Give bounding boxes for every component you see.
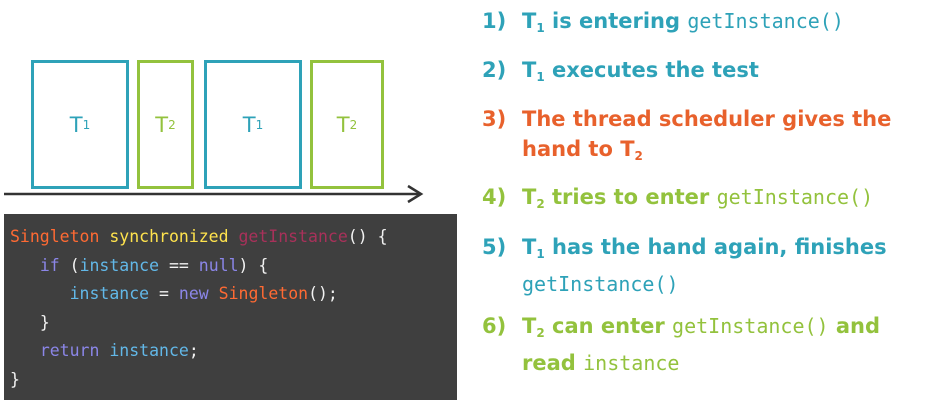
method-name: getInstance() [522,272,679,296]
code-line-3: instance = new Singleton(); [4,280,457,309]
code-token: ; [188,341,199,361]
code-panel: Singleton synchronized getInstance() { i… [4,214,457,400]
code-token: if [39,255,60,275]
code-token: } [10,369,20,389]
thread-label: T [522,314,537,338]
code-token: null [198,255,239,275]
code-token: } [39,312,50,332]
field-name: instance [583,351,680,375]
thread-label: T [522,9,537,33]
code-token: == [159,255,199,275]
code-token: Singleton [218,284,309,304]
code-token: ( [59,255,80,275]
step-text-part: is entering [544,9,688,33]
code-token: instance [79,255,160,275]
thread-index: 2 [536,326,545,340]
code-token: instance [69,284,150,304]
code-line-4: } [4,309,457,338]
thread-label: T [69,112,83,137]
step-text-part: can enter [544,314,673,338]
code-line-6: } [4,366,457,395]
code-token: (); [308,284,338,304]
code-line-1: Singleton synchronized getInstance() { [4,223,457,252]
step-text-part: and read [522,314,881,375]
code-token: synchronized [109,227,229,246]
thread-index: 1 [536,21,545,35]
code-token: () { [347,227,388,246]
code-token: = [149,284,179,304]
step-number: 2) [482,58,507,82]
step-1: 1) T1 is entering getInstance() [482,6,927,43]
thread-label: T [155,112,169,137]
thread-label: T [242,112,256,137]
timeline-arrow [4,184,424,204]
step-number: 5) [482,235,507,259]
thread-index: 1 [255,117,264,132]
step-6: 6) T2 can enter getInstance() and read i… [482,311,927,378]
step-text: T1 is entering getInstance() [522,6,927,43]
thread-index: 1 [536,247,545,261]
thread-label: T [522,235,537,259]
code-token: ) { [238,255,269,275]
step-text: T2 can enter getInstance() and read inst… [522,311,927,378]
step-text: T2 tries to enter getInstance() [522,182,927,219]
thread-index: 2 [634,149,643,163]
code-line-2: if (instance == null) { [4,252,457,281]
step-text-part: executes the test [544,58,759,82]
code-token: Singleton [10,227,100,246]
thread-label: T [620,137,635,161]
step-text: T1 has the hand again, finishes getInsta… [522,232,927,299]
step-number: 6) [482,314,507,338]
thread-index: 2 [536,197,545,211]
code-line-5: return instance; [4,337,457,366]
thread-index: 2 [168,117,176,132]
method-name: getInstance() [716,185,874,209]
thread-label: T [522,58,537,82]
code-token: return [39,341,100,361]
code-token: getInstance [238,227,348,246]
step-number: 3) [482,107,507,131]
arrow-head-icon [407,184,424,204]
step-3: 3) The thread scheduler gives the hand t… [482,104,927,171]
thread-index: 1 [82,117,91,132]
method-name: getInstance() [687,9,844,33]
step-4: 4) T2 tries to enter getInstance() [482,182,927,219]
step-text: T1 executes the test [522,55,927,92]
code-token: new [178,284,209,304]
code-token: instance [109,341,189,361]
step-text-part: The thread scheduler gives the hand to [522,107,892,161]
step-2: 2) T1 executes the test [482,55,927,92]
step-number: 4) [482,185,507,209]
thread-index: 2 [349,117,358,132]
step-5: 5) T1 has the hand again, finishes getIn… [482,232,927,299]
step-text: The thread scheduler gives the hand to T… [522,104,927,171]
thread-index: 1 [536,70,545,84]
step-number: 1) [482,9,507,33]
thread-label: T [336,112,350,137]
method-name: getInstance() [672,314,829,338]
thread-label: T [522,185,537,209]
step-text-part: has the hand again, finishes [544,235,887,259]
step-text-part: tries to enter [544,185,717,209]
